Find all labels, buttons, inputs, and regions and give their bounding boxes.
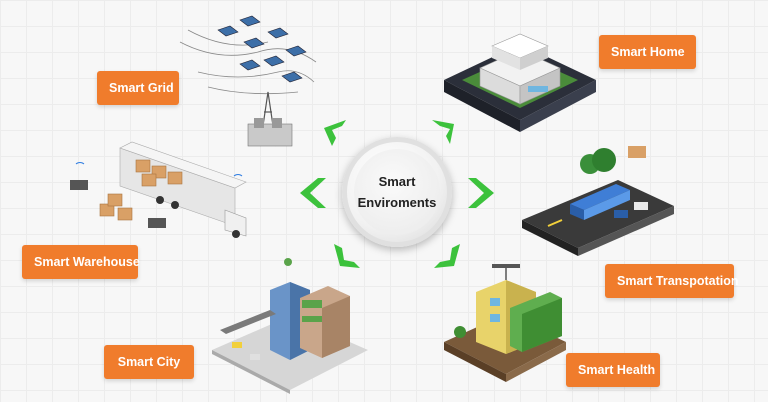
arrow-icon-top-right (432, 120, 454, 144)
center-title-line2: Enviroments (357, 195, 437, 210)
arrow-icon-top-left (324, 120, 346, 146)
transportation-illustration (522, 146, 674, 256)
arrow-icon-right (468, 178, 494, 208)
arrow-icon-bottom-left (334, 244, 360, 268)
arrow-icon-left (300, 178, 326, 208)
label-smart-city: Smart City (104, 345, 194, 379)
label-smart-transportation: Smart Transpotation (605, 264, 739, 298)
hospital-illustration (444, 264, 566, 382)
label-smart-grid: Smart Grid (97, 71, 179, 105)
center-title-line1: Smart (378, 174, 416, 189)
label-smart-health: Smart Health (566, 353, 660, 387)
smart-home-illustration (444, 33, 596, 132)
arrow-icon-bottom-right (434, 244, 460, 268)
center-title: Smart Enviroments (354, 149, 440, 235)
power-grid-illustration (179, 15, 317, 147)
center-circle: Smart Enviroments (342, 137, 452, 247)
warehouse-truck-illustration (70, 141, 247, 238)
city-illustration (212, 258, 368, 394)
label-smart-warehouse: Smart Warehouse (22, 245, 140, 279)
label-smart-home: Smart Home (599, 35, 696, 69)
